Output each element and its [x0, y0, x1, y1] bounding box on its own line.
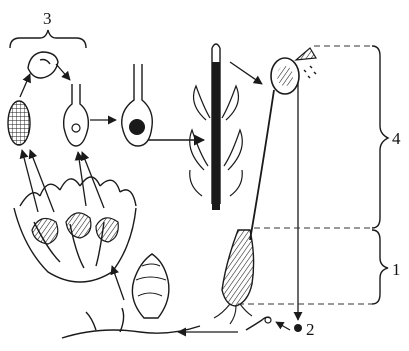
- gametophyte-heads: [32, 213, 118, 244]
- egg-cell: [72, 124, 80, 132]
- germinating-spore: [246, 317, 270, 330]
- seta: [250, 90, 274, 240]
- brace-1: [372, 230, 388, 304]
- capsule-spores: [277, 66, 293, 86]
- sporophyte-stalk: [212, 62, 220, 210]
- operculum: [296, 48, 316, 60]
- arrow-cluster-to-antheridium: [22, 150, 38, 212]
- bracket-3: [10, 30, 86, 48]
- arrow-spore-to-germination: [276, 322, 290, 330]
- brace-4: [372, 46, 388, 228]
- arrow-embryo-to-capsule: [230, 62, 262, 84]
- antheridium: [8, 101, 30, 145]
- leafy-gametophyte-right: [222, 230, 254, 306]
- arrow-protonema-to-young: [112, 266, 124, 300]
- label-3: 3: [43, 10, 52, 27]
- protonema: [62, 308, 200, 338]
- calyptra-leaves-left: [190, 86, 210, 196]
- dashed-guides: [238, 46, 372, 304]
- label-1: 1: [392, 261, 401, 278]
- archegonium: [64, 84, 89, 146]
- spore: [294, 324, 302, 332]
- arrow-sperm-to-archegonium: [56, 64, 70, 80]
- arrow-antheridium-to-sperm: [20, 74, 30, 97]
- young-gametophyte-leaves: [136, 264, 166, 296]
- zygote: [129, 119, 145, 135]
- label-2: 2: [306, 321, 315, 338]
- sperm-cell: [28, 52, 58, 78]
- rhizoids-right: [214, 304, 252, 324]
- released-spores: [304, 66, 316, 78]
- arrow-cluster-to-antheridium-2: [30, 150, 54, 212]
- calyptra-leaves-right: [222, 86, 242, 196]
- label-4: 4: [392, 130, 401, 147]
